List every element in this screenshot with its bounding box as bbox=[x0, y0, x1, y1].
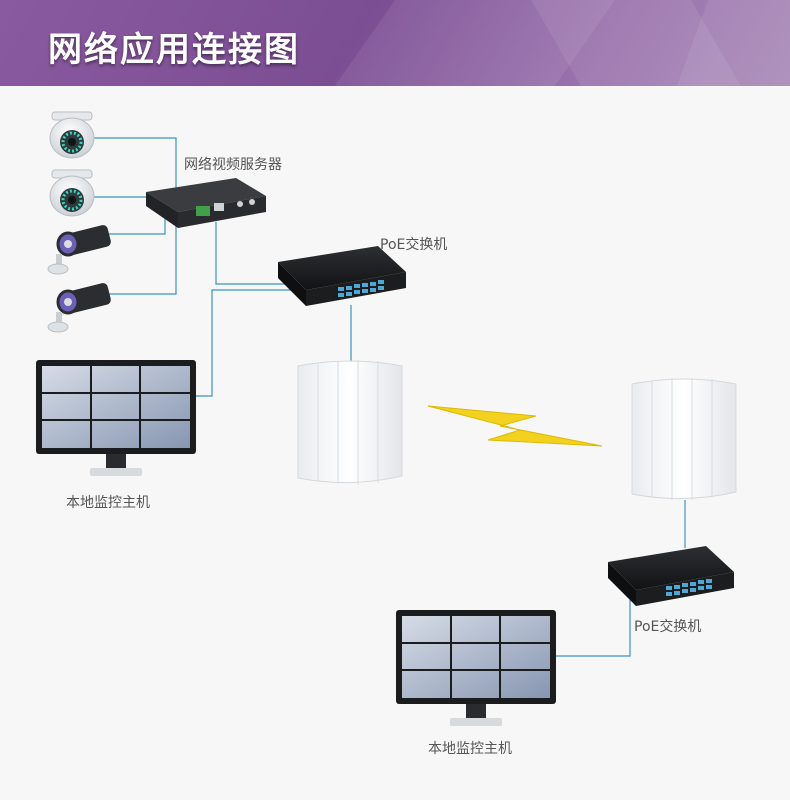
poe-switch-icon bbox=[278, 246, 406, 306]
poe-switch-icon bbox=[608, 546, 734, 606]
link-bullet1-server bbox=[90, 215, 166, 235]
wireless-bridge-right-icon bbox=[631, 378, 737, 500]
link-bullet2-server bbox=[90, 215, 177, 295]
video-server-label: 网络视频服务器 bbox=[184, 157, 282, 173]
bullet-camera-icon bbox=[47, 225, 111, 275]
poe-switch-top-label: PoE交换机 bbox=[380, 237, 448, 253]
bullet-camera-icon bbox=[47, 283, 111, 333]
wireless-bridge-left-icon bbox=[297, 360, 403, 485]
header-banner: 网络应用连接图 bbox=[0, 0, 790, 86]
link-server-switch bbox=[215, 222, 296, 285]
link-dome1-server bbox=[86, 137, 177, 195]
page-title: 网络应用连接图 bbox=[48, 30, 300, 70]
link-switch-monitor bbox=[196, 289, 296, 397]
connection-lines bbox=[86, 137, 686, 657]
wireless-link-bolt-icon bbox=[427, 405, 603, 447]
local-monitor-left-label: 本地监控主机 bbox=[66, 495, 150, 511]
poe-switch-bottom-label: PoE交换机 bbox=[634, 619, 702, 635]
dome-camera-icon bbox=[49, 169, 95, 217]
monitor-right-icon bbox=[396, 610, 556, 726]
monitor-left-icon bbox=[36, 360, 196, 476]
video-server-icon bbox=[146, 178, 266, 228]
local-monitor-right-label: 本地监控主机 bbox=[428, 741, 512, 757]
dome-camera-icon bbox=[49, 111, 95, 159]
link-switch-monitor-right bbox=[556, 600, 631, 657]
